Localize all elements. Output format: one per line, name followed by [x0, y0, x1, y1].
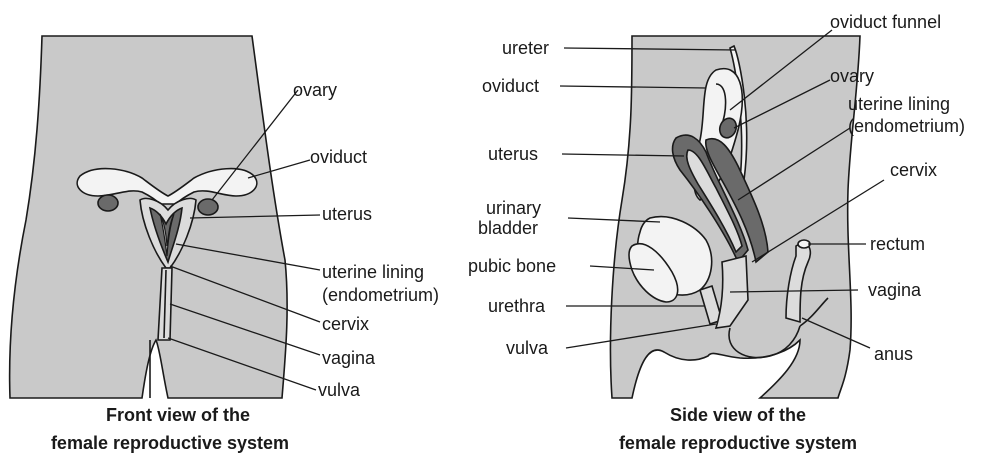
front-uterine-lining-label: uterine lining: [322, 262, 424, 282]
side-rectum-label: rectum: [870, 234, 925, 254]
front-left-ovary: [98, 195, 118, 211]
side-urethra-label: urethra: [488, 296, 546, 316]
side-cervix-label: cervix: [890, 160, 937, 180]
side-oviduct-label: oviduct: [482, 76, 539, 96]
side-uterus-label: uterus: [488, 144, 538, 164]
side-caption-line1: Side view of the: [670, 405, 806, 425]
side-pubic-bone-label: pubic bone: [468, 256, 556, 276]
side-vulva-label: vulva: [506, 338, 549, 358]
side-uterine-lining-label: uterine lining: [848, 94, 950, 114]
front-caption-line2: female reproductive system: [51, 433, 289, 453]
front-ovary-label: ovary: [293, 80, 337, 100]
front-oviduct-label: oviduct: [310, 147, 367, 167]
side-ureter-label: ureter: [502, 38, 549, 58]
side-endometrium-label: (endometrium): [848, 116, 965, 136]
side-caption-line2: female reproductive system: [619, 433, 857, 453]
side-bladder-label: bladder: [478, 218, 538, 238]
side-oviduct-funnel-label: oviduct funnel: [830, 12, 941, 32]
front-endometrium-label: (endometrium): [322, 285, 439, 305]
side-view: ureter oviduct uterus urinary bladder pu…: [468, 12, 965, 453]
side-urinary-label: urinary: [486, 198, 541, 218]
side-ovary-label: ovary: [830, 66, 874, 86]
front-uterus-label: uterus: [322, 204, 372, 224]
front-caption-line1: Front view of the: [106, 405, 250, 425]
front-cervix-label: cervix: [322, 314, 369, 334]
front-vagina-label: vagina: [322, 348, 376, 368]
front-right-ovary: [198, 199, 218, 215]
front-vulva-label: vulva: [318, 380, 361, 400]
side-vagina-label: vagina: [868, 280, 922, 300]
side-anus-label: anus: [874, 344, 913, 364]
front-view: ovary oviduct uterus uterine lining (end…: [10, 36, 439, 453]
